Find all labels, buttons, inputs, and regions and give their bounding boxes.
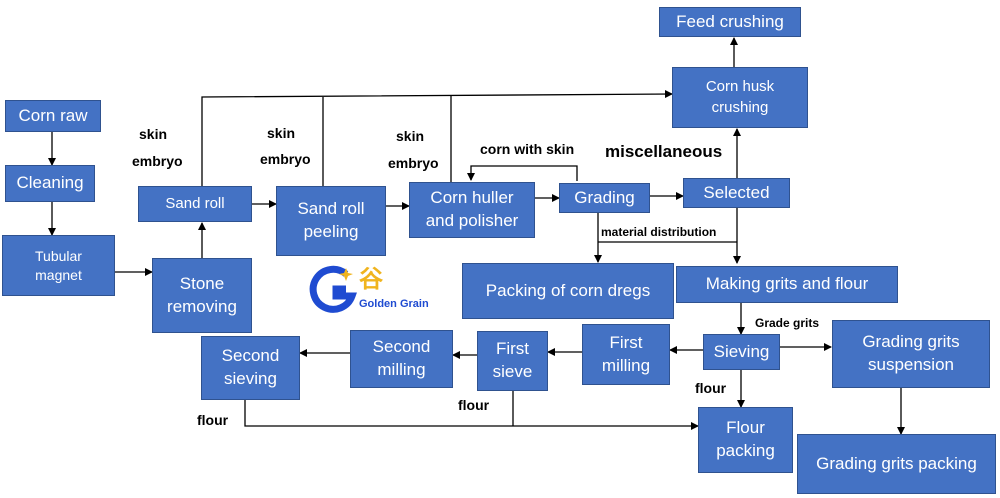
label-flour-2: flour [458,397,490,413]
box-corn-huller: Corn huller and polisher [409,182,535,238]
box-second-sieving-text: Second sieving [221,346,280,388]
box-making-grits-flour-text: Making grits and flour [705,274,869,294]
box-tubular-magnet: Tubular magnet [2,235,115,296]
box-grading-text: Grading [574,187,635,207]
golden-grain-logo-mark-icon [309,265,357,313]
box-selected-text: Selected [703,182,770,202]
box-feed-crushing: Feed crushing [659,7,801,37]
label-skin-2: skin [267,125,296,141]
box-selected: Selected [683,178,790,208]
box-packing-corn-dregs: Packing of corn dregs [462,263,674,319]
box-first-milling-text: First milling [601,332,651,375]
box-sand-roll-text: Sand roll [165,194,225,212]
box-sand-roll: Sand roll [138,186,252,222]
box-corn-huller-text: Corn huller and polisher [425,188,519,230]
box-corn-husk-crushing-text: Corn husk crushing [705,78,775,116]
box-stone-removing-text: Stone removing [167,273,237,316]
box-flour-packing-text: Flour packing [716,418,775,460]
box-first-sieve: First sieve [477,331,548,391]
box-feed-crushing-text: Feed crushing [676,11,784,31]
box-sieving-text: Sieving [713,341,770,361]
box-sand-roll-peeling: Sand roll peeling [276,186,386,256]
box-grading-grits-suspension-text: Grading grits suspension [862,332,960,374]
label-embryo-1: embryo [132,153,183,169]
box-second-milling-text: Second milling [372,337,431,379]
box-corn-raw-text: Corn raw [18,105,88,125]
box-second-sieving: Second sieving [201,336,300,400]
box-stone-removing: Stone removing [152,258,252,333]
golden-grain-logo: 谷 Golden Grain [306,262,430,314]
box-first-milling: First milling [582,324,670,385]
box-making-grits-flour: Making grits and flour [676,266,898,303]
box-grading-grits-packing: Grading grits packing [797,434,996,494]
label-flour-1: flour [695,380,727,396]
box-tubular-magnet-text: Tubular magnet [35,247,82,283]
logo-chinese-text: 谷 [359,266,383,293]
box-flour-packing: Flour packing [698,407,793,473]
box-cleaning: Cleaning [5,165,95,202]
box-cleaning-text: Cleaning [16,173,84,193]
box-grading: Grading [559,183,650,213]
box-sieving: Sieving [703,334,780,370]
label-skin-3: skin [396,128,425,144]
box-corn-raw: Corn raw [5,100,101,132]
box-second-milling: Second milling [350,330,453,388]
label-miscellaneous: miscellaneous [605,142,723,161]
label-grade-grits: Grade grits [755,316,820,330]
label-material-distribution: material distribution [601,225,717,239]
box-grading-grits-suspension: Grading grits suspension [832,320,990,388]
box-packing-corn-dregs-text: Packing of corn dregs [485,280,651,300]
box-grading-grits-packing-text: Grading grits packing [816,453,977,473]
logo-name-text: Golden Grain [359,298,429,310]
box-corn-husk-crushing: Corn husk crushing [672,67,808,128]
label-embryo-3: embryo [388,155,439,171]
label-flour-3: flour [197,412,229,428]
label-corn-with-skin: corn with skin [480,141,575,157]
box-sand-roll-peeling-text: Sand roll peeling [297,199,365,241]
label-embryo-2: embryo [260,151,311,167]
label-skin-1: skin [139,126,168,142]
box-first-sieve-text: First sieve [492,339,533,381]
